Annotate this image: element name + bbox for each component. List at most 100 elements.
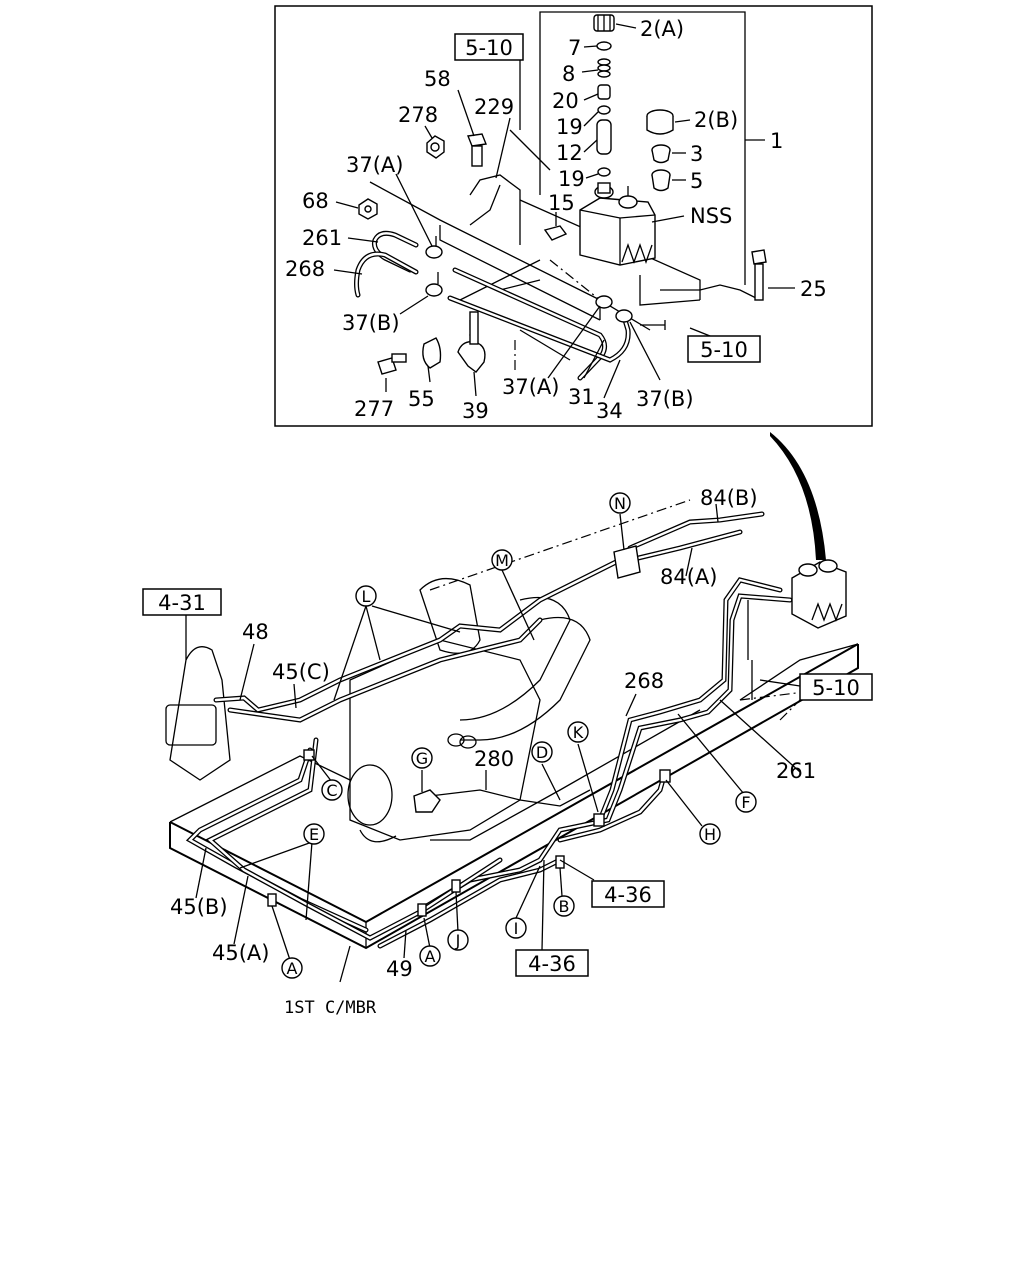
callout-letter: G bbox=[416, 749, 428, 768]
label-7: 7 bbox=[568, 36, 581, 60]
steering-box bbox=[165, 646, 231, 781]
label-31: 31 bbox=[568, 385, 595, 409]
callout-letter: E bbox=[309, 825, 319, 844]
pipe-84b bbox=[627, 511, 765, 551]
clamp-37a-right bbox=[595, 295, 613, 309]
callout-h[interactable]: H bbox=[699, 823, 721, 845]
clip-h bbox=[659, 769, 671, 783]
label-45b: 45(B) bbox=[170, 895, 228, 919]
callout-f[interactable]: F bbox=[735, 791, 757, 813]
callout-g[interactable]: G bbox=[411, 747, 433, 769]
bolt-58 bbox=[467, 133, 487, 167]
label-84b: 84(B) bbox=[700, 486, 758, 510]
label-261: 261 bbox=[302, 226, 342, 250]
clip-k bbox=[593, 813, 605, 827]
label-37a-top: 37(A) bbox=[346, 153, 403, 177]
label-12: 12 bbox=[556, 141, 583, 165]
pipe-h-run bbox=[557, 773, 667, 843]
label-49: 49 bbox=[386, 957, 413, 981]
engine-block bbox=[347, 639, 541, 843]
label-55: 55 bbox=[408, 387, 435, 411]
bracket-15 bbox=[543, 225, 568, 241]
ref-box-5-10-right[interactable]: 5-10 bbox=[687, 335, 761, 363]
callout-letter: I bbox=[514, 919, 519, 938]
label-58: 58 bbox=[424, 67, 451, 91]
main-leader-lines bbox=[185, 503, 801, 983]
label-20: 20 bbox=[552, 89, 579, 113]
callout-c[interactable]: C bbox=[321, 779, 343, 801]
callout-b[interactable]: B bbox=[553, 895, 575, 917]
label-nss: NSS bbox=[690, 204, 732, 228]
pipe-45c bbox=[227, 617, 543, 723]
strainer-5 bbox=[651, 169, 671, 192]
ref-box-4-36-right[interactable]: 4-36 bbox=[591, 880, 665, 908]
label-34: 34 bbox=[596, 399, 623, 423]
clip-a2 bbox=[417, 903, 427, 917]
label-37b-left: 37(B) bbox=[342, 311, 400, 335]
callout-letter: L bbox=[362, 587, 371, 606]
label-37a-bottom: 37(A) bbox=[502, 375, 559, 399]
exhaust-pipe bbox=[419, 578, 591, 749]
pipe-49 bbox=[377, 857, 563, 949]
clip-a1 bbox=[267, 893, 277, 907]
callout-letter: H bbox=[704, 825, 716, 844]
label-8: 8 bbox=[562, 62, 575, 86]
callout-a-mid[interactable]: A bbox=[419, 945, 441, 967]
callout-l[interactable]: L bbox=[355, 585, 377, 607]
seal-19-upper bbox=[597, 105, 611, 115]
inset-panel: 5-10 5-10 2(A) 7 8 20 19 12 19 2(B) 3 5 … bbox=[274, 5, 873, 427]
callout-letter: M bbox=[495, 551, 509, 570]
hose-268 bbox=[354, 251, 419, 298]
label-19-upper: 19 bbox=[556, 115, 583, 139]
detail-arrow bbox=[770, 432, 826, 560]
clamp-37b-right bbox=[615, 309, 633, 323]
nut-278 bbox=[426, 135, 445, 159]
pipe-280 bbox=[429, 789, 591, 807]
callout-i[interactable]: I bbox=[505, 917, 527, 939]
ref-label: 4-36 bbox=[528, 952, 576, 976]
reservoir-tank bbox=[579, 182, 656, 266]
ref-box-4-36-bottom[interactable]: 4-36 bbox=[515, 949, 589, 977]
spring-8 bbox=[597, 58, 611, 78]
callout-letter: D bbox=[536, 743, 548, 762]
label-19-lower: 19 bbox=[558, 167, 585, 191]
callout-k[interactable]: K bbox=[567, 721, 589, 743]
callout-m[interactable]: M bbox=[491, 549, 513, 571]
callout-letter: J bbox=[455, 931, 461, 950]
junction-block-n bbox=[613, 545, 641, 579]
label-45c: 45(C) bbox=[272, 660, 330, 684]
clip-39 bbox=[457, 311, 486, 373]
pipe-45a bbox=[205, 737, 503, 941]
clamp-37a-left bbox=[425, 236, 443, 259]
callout-n[interactable]: N bbox=[609, 492, 631, 514]
sensor-g bbox=[413, 780, 441, 813]
label-268: 268 bbox=[624, 669, 664, 693]
clip-55 bbox=[422, 337, 442, 369]
plug-20 bbox=[597, 84, 611, 100]
callout-j[interactable]: J bbox=[447, 929, 469, 951]
ref-label: 5-10 bbox=[465, 36, 513, 60]
ref-box-5-10-top[interactable]: 5-10 bbox=[454, 33, 524, 61]
callout-e[interactable]: E bbox=[303, 823, 325, 845]
callout-a-left[interactable]: A bbox=[281, 957, 303, 979]
bolt-277 bbox=[377, 353, 407, 375]
pipe-84a bbox=[627, 529, 743, 563]
ref-label: 4-36 bbox=[604, 883, 652, 907]
callout-letter: N bbox=[614, 494, 626, 513]
label-268: 268 bbox=[285, 257, 325, 281]
ref-box-5-10[interactable]: 5-10 bbox=[799, 673, 873, 701]
label-39: 39 bbox=[462, 399, 489, 423]
seal-19-lower bbox=[597, 167, 611, 177]
ref-box-4-31[interactable]: 4-31 bbox=[142, 588, 222, 616]
label-5: 5 bbox=[690, 169, 703, 193]
pipe-268 bbox=[597, 577, 783, 823]
label-1st-cmbr: 1ST C/MBR bbox=[284, 998, 377, 1018]
label-278: 278 bbox=[398, 103, 438, 127]
label-3: 3 bbox=[690, 142, 703, 166]
callout-d[interactable]: D bbox=[531, 741, 553, 763]
hose-34 bbox=[447, 295, 631, 363]
ref-label: 5-10 bbox=[812, 676, 860, 700]
callout-letter: F bbox=[741, 793, 750, 812]
o-ring-7 bbox=[596, 41, 612, 51]
